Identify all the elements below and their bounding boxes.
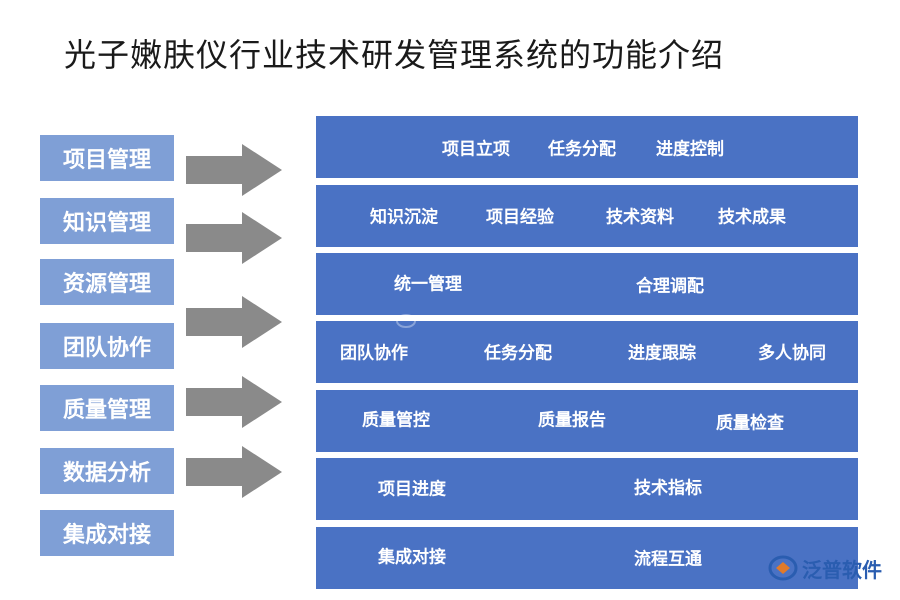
feature-row-project-management: 项目立项 任务分配 进度控制 (316, 116, 858, 178)
right-arrow-icon (186, 296, 282, 348)
right-arrow-icon (186, 376, 282, 428)
feature-row-integration: 集成对接 流程互通 (316, 527, 858, 589)
feature-item: 统一管理 (394, 274, 462, 295)
feature-row-resource-management: 统一管理 合理调配 (316, 253, 858, 315)
category-data-analysis: 数据分析 (40, 448, 174, 494)
right-arrow-icon (186, 212, 282, 264)
feature-item: 进度控制 (656, 139, 724, 160)
feature-item: 项目经验 (486, 207, 554, 228)
feature-row-quality-management: 质量管控 质量报告 质量检查 (316, 390, 858, 452)
feature-row-team-collaboration: 团队协作 任务分配 进度跟踪 多人协同 (316, 321, 858, 383)
feature-item: 任务分配 (548, 139, 616, 160)
feature-item: 项目进度 (378, 479, 446, 500)
feature-item: 技术成果 (718, 207, 786, 228)
feature-item: 技术指标 (634, 478, 702, 499)
logo-text: 泛普软件 (802, 557, 882, 582)
right-arrow-icon (186, 446, 282, 498)
feature-item: 合理调配 (636, 276, 704, 297)
category-project-management: 项目管理 (40, 135, 174, 181)
right-arrow-icon (186, 144, 282, 196)
feature-item: 质量检查 (716, 413, 784, 434)
feature-item: 集成对接 (378, 547, 446, 568)
watermark-logo-icon (396, 314, 416, 328)
feature-item: 团队协作 (340, 343, 408, 364)
feature-item: 知识沉淀 (370, 207, 438, 228)
feature-item: 进度跟踪 (628, 343, 696, 364)
feature-item: 流程互通 (634, 549, 702, 570)
feature-item: 技术资料 (606, 207, 674, 228)
page-title: 光子嫩肤仪行业技术研发管理系统的功能介绍 (64, 36, 725, 74)
category-integration: 集成对接 (40, 510, 174, 556)
category-resource-management: 资源管理 (40, 259, 174, 305)
feature-item: 任务分配 (484, 343, 552, 364)
fanpu-logo: 泛普软件 (768, 550, 882, 586)
category-knowledge-management: 知识管理 (40, 198, 174, 244)
feature-item: 质量管控 (362, 410, 430, 431)
feature-item: 多人协同 (758, 343, 826, 364)
category-quality-management: 质量管理 (40, 385, 174, 431)
category-team-collaboration: 团队协作 (40, 323, 174, 369)
feature-row-data-analysis: 项目进度 技术指标 (316, 458, 858, 520)
feature-item: 项目立项 (442, 139, 510, 160)
feature-item: 质量报告 (538, 410, 606, 431)
feature-row-knowledge-management: 知识沉淀 项目经验 技术资料 技术成果 (316, 185, 858, 247)
fanpu-logo-icon (768, 555, 798, 581)
